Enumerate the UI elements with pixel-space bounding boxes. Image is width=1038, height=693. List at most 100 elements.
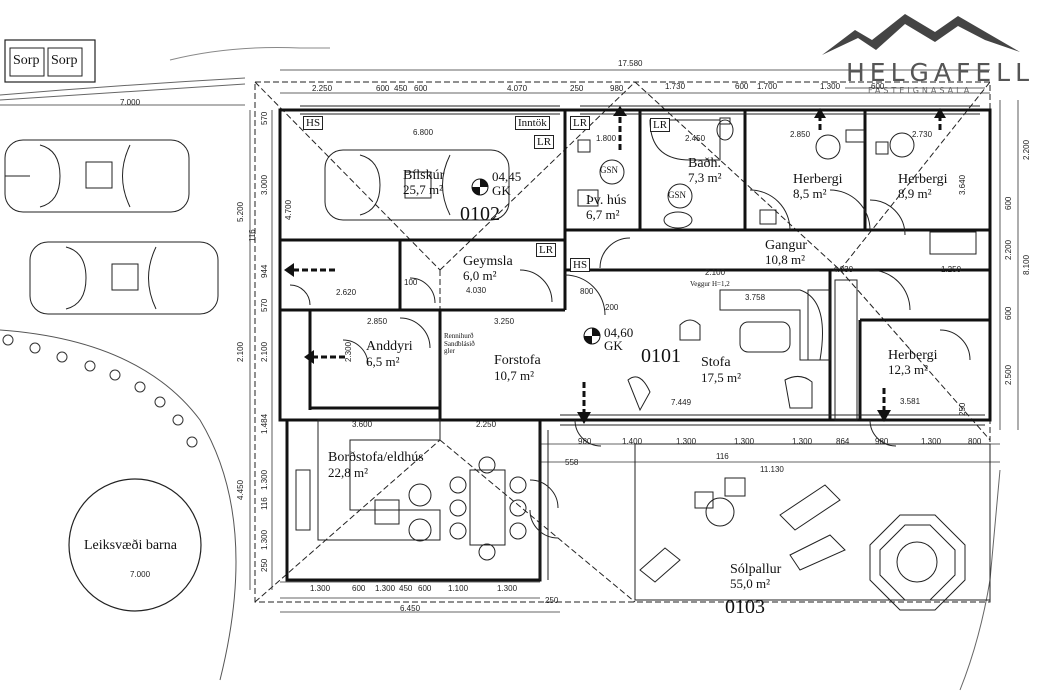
storage-area: 6,0 m² (463, 268, 497, 283)
bedroom1-name: Herbergi (793, 172, 843, 187)
entry-name: Anddyri (366, 339, 413, 354)
deck-unit: 0103 (725, 596, 765, 618)
dim-top-10: 1.300 (820, 82, 841, 91)
living-name: Stofa (701, 355, 731, 370)
dim-bottom-0: 1.300 (310, 584, 331, 593)
bedroom2-area: 8,9 m² (898, 186, 932, 201)
bin-label-1: Sorp (13, 53, 40, 68)
dim-left-11: 4.450 (236, 479, 245, 500)
dim-left-total-2: 7.000 (130, 570, 151, 579)
gsn-label-2: GSN (668, 190, 687, 200)
dim-top-1: 600 (376, 84, 390, 93)
dim-misc-9: 4.030 (833, 265, 854, 274)
hs-tag-hall: HS (570, 258, 591, 272)
dim-misc-0: 1.800 (596, 134, 617, 143)
dim-misc-6: 2.850 (367, 317, 388, 326)
dim-bottom-2: 1.300 (375, 584, 396, 593)
dim-left-9: 2.300 (344, 341, 353, 362)
dim-misc-5: 2.620 (336, 288, 357, 297)
wall-height-note: Veggur H=1,2 (690, 280, 730, 288)
deck-name: Sólpallur (730, 562, 782, 577)
dim-window-2: 1.300 (676, 437, 697, 446)
dim-left-2: 4.700 (284, 199, 293, 220)
dim-misc-7: 3.250 (494, 317, 515, 326)
lr-tag-2: LR (570, 116, 591, 130)
dim-bottom-7: 250 (545, 596, 559, 605)
bath-name: Baðh. (688, 156, 722, 171)
dim-left-14: 1.300 (260, 529, 269, 550)
dim-top-11: 600 (871, 82, 885, 91)
dim-bottom-4: 600 (418, 584, 432, 593)
dim-deck-width: 11.130 (760, 465, 784, 474)
dim-misc-1: 2.450 (685, 134, 706, 143)
dim-window-6: 980 (875, 437, 889, 446)
dim-window-1: 1.400 (622, 437, 643, 446)
garage-gk: GK (492, 183, 511, 198)
dim-window-0: 980 (578, 437, 592, 446)
dim-bottom-total: 6.450 (400, 604, 421, 613)
dim-misc-2: 2.850 (790, 130, 811, 139)
dim-left-6: 570 (260, 298, 269, 312)
dim-misc-14: 3.600 (352, 420, 373, 429)
dim-top-2: 450 (394, 84, 408, 93)
dim-misc-8: 2.100 (705, 268, 726, 277)
dim-right-5: 600 (1004, 306, 1013, 320)
dim-left-1: 3.000 (260, 174, 269, 195)
lr-tag-3: LR (650, 118, 671, 132)
dining-kitchen-name: Borðstofa/eldhús (328, 450, 424, 465)
lr-tag-1: LR (534, 135, 555, 149)
dim-top-6: 980 (610, 84, 624, 93)
dim-window-4: 1.300 (792, 437, 813, 446)
path-stones (2, 334, 198, 448)
dim-left-total: 7.000 (120, 98, 141, 107)
living-area: 17,5 m² (701, 370, 742, 385)
dim-misc-10: 1.250 (941, 265, 962, 274)
utility-name: Þv. hús (586, 193, 627, 208)
deck-area: 55,0 m² (730, 576, 771, 591)
dim-left-3: 5.200 (236, 201, 245, 222)
dim-bottom-6: 1.300 (497, 584, 518, 593)
main-unit: 0101 (641, 345, 681, 367)
garage-unit: 0102 (460, 203, 500, 225)
dim-top-5: 250 (570, 84, 584, 93)
lr-tag-4: LR (536, 243, 557, 257)
dim-top-8: 600 (735, 82, 749, 91)
main-gk: GK (604, 338, 623, 353)
play-area-label: Leiksvæði barna (84, 538, 177, 553)
dim-window-7: 1.300 (921, 437, 942, 446)
dim-right-4: 8.100 (1022, 254, 1031, 275)
car-icon-2 (29, 241, 219, 315)
dim-top-3: 600 (414, 84, 428, 93)
dim-top-4: 4.070 (507, 84, 528, 93)
dim-garage-width: 6.800 (413, 128, 434, 137)
dim-bottom-1: 600 (352, 584, 366, 593)
bedroom3-area: 12,3 m² (888, 362, 929, 377)
dim-bottom-5: 1.100 (448, 584, 469, 593)
sliding-door-note: Rennihurð Sandblásið gler (444, 332, 475, 356)
dim-left-10: 1.484 (260, 413, 269, 434)
dim-left-0: 570 (260, 111, 269, 125)
bedroom1-area: 8,5 m² (793, 186, 827, 201)
dim-window-5: 864 (836, 437, 850, 446)
foyer-area: 10,7 m² (494, 368, 535, 383)
dim-left-12: 1.300 (260, 469, 269, 490)
main-code: 04,60 (604, 325, 634, 340)
dim-misc-4: 4.030 (466, 286, 487, 295)
gk-marker-garage (471, 178, 489, 196)
garage-code: 04,45 (492, 169, 522, 184)
dim-misc-16: 100 (404, 278, 418, 287)
dim-top-0: 2.250 (312, 84, 333, 93)
brand-subtitle: FASTEIGNASALA (868, 86, 973, 95)
bin-label-2: Sorp (51, 53, 78, 68)
dim-right-2: 600 (1004, 196, 1013, 210)
dim-misc-19: 116 (716, 452, 729, 461)
dim-right-7: 250 (958, 402, 967, 416)
dining-kitchen-area: 22,8 m² (328, 465, 369, 480)
entrance-arrows (290, 110, 942, 418)
dim-left-15: 250 (260, 558, 269, 572)
dim-top-9: 1.700 (757, 82, 778, 91)
bedroom2-name: Herbergi (898, 172, 948, 187)
bedroom3-name: Herbergi (888, 348, 938, 363)
dim-left-7: 2.100 (236, 341, 245, 362)
